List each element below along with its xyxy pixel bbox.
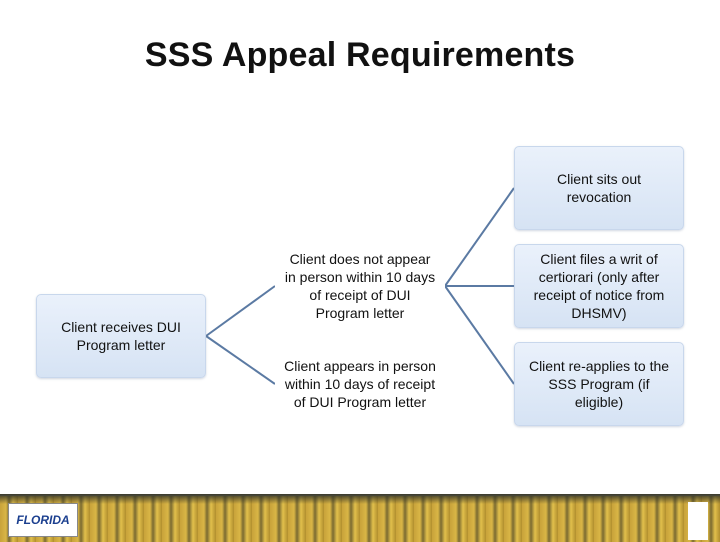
connector-root-to-appear [205, 335, 276, 385]
footer-shadow [0, 494, 720, 504]
node-no-appear-label: Client does not appear in person within … [284, 251, 436, 321]
node-sits-out: Client sits out revocation [514, 146, 684, 230]
node-writ: Client files a writ of certiorari (only … [514, 244, 684, 328]
node-appear-label: Client appears in person within 10 days … [284, 358, 436, 410]
slide-title: SSS Appeal Requirements [144, 36, 576, 74]
node-writ-label: Client files a writ of certiorari (only … [533, 251, 665, 321]
node-reapply: Client re-applies to the SSS Program (if… [514, 342, 684, 426]
node-no-appear: Client does not appear in person within … [275, 244, 445, 328]
connector-no-appear-to-sits-out [444, 187, 515, 287]
node-root-label: Client receives DUI Program letter [61, 319, 181, 353]
node-reapply-label: Client re-applies to the SSS Program (if… [528, 358, 670, 410]
florida-logo-text: FLORIDA [16, 513, 70, 527]
node-sits-out-label: Client sits out revocation [556, 171, 642, 205]
florida-logo: FLORIDA [8, 503, 78, 537]
connector-root-to-no-appear [205, 285, 276, 337]
node-appear: Client appears in person within 10 days … [275, 342, 445, 426]
connector-no-appear-to-reapply [444, 285, 515, 385]
footer-corner-block [688, 502, 708, 540]
node-root: Client receives DUI Program letter [36, 294, 206, 378]
